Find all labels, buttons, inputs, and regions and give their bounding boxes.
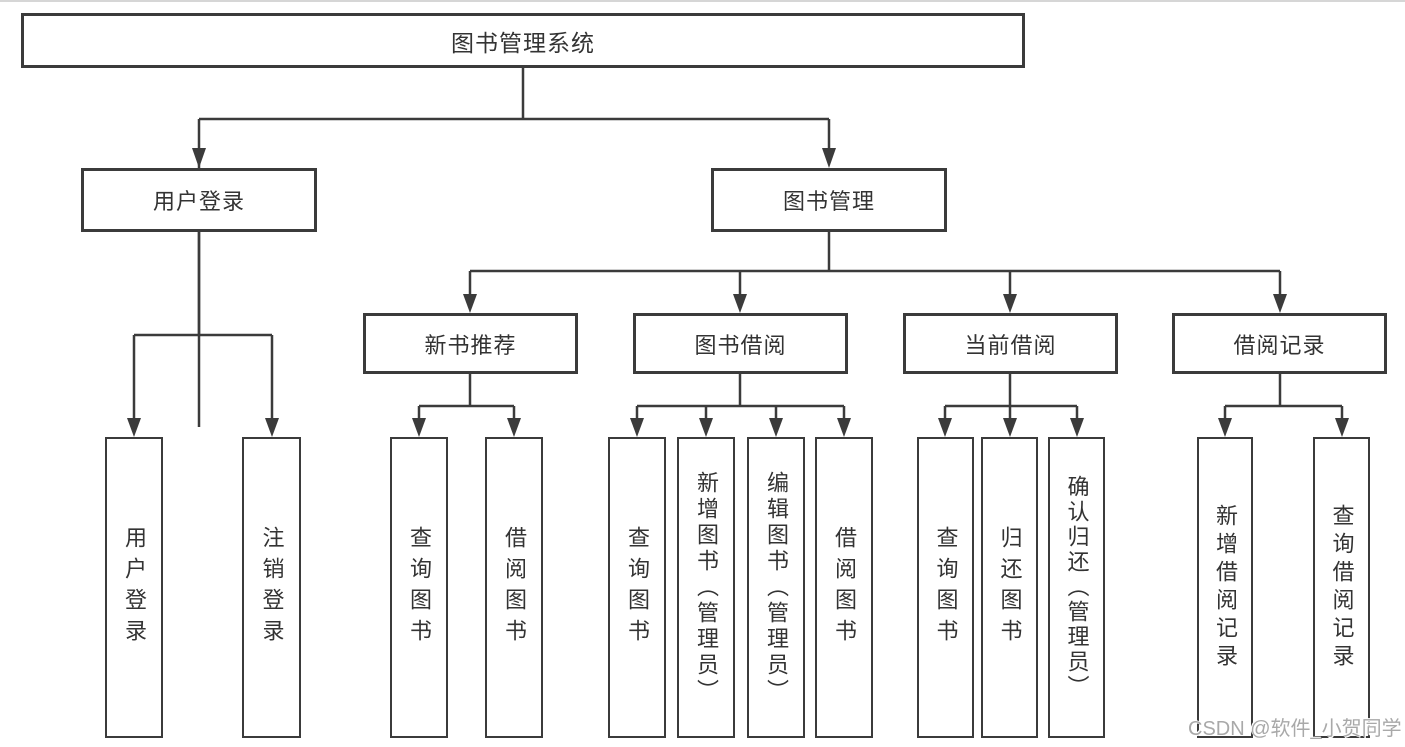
leaf-edit-book-admin: 编辑图书（管理员）	[747, 437, 805, 738]
connector-paths	[132, 68, 1344, 427]
arrowhead	[1070, 418, 1084, 437]
arrowhead	[822, 148, 836, 168]
node-label: 用户登录	[152, 189, 245, 214]
leaf-query-books-current: 查询图书	[917, 437, 974, 738]
node-label: 新增借阅记录	[1213, 503, 1238, 672]
new-book-branch-line	[417, 374, 516, 427]
node-label: 编辑图书（管理员）	[764, 470, 789, 705]
leaf-query-borrow-record: 查询借阅记录	[1313, 437, 1370, 738]
node-label: 确认归还（管理员）	[1064, 475, 1090, 700]
node-label: 借阅记录	[1233, 332, 1326, 358]
arrowheads	[127, 148, 1349, 437]
leaf-return-book: 归还图书	[981, 437, 1038, 738]
node-current-borrowing: 当前借阅	[903, 313, 1118, 374]
node-label: 借阅图书	[502, 525, 527, 650]
arrowhead	[127, 418, 141, 437]
arrowhead	[837, 418, 851, 437]
node-label: 查询图书	[407, 525, 432, 650]
node-label: 借阅图书	[832, 525, 857, 650]
borrow-records-branch-line	[1223, 374, 1344, 427]
node-label: 查询借阅记录	[1329, 503, 1355, 672]
book-management-branch-line	[468, 232, 1282, 303]
book-borrow-branch-line	[635, 374, 846, 427]
node-label: 图书管理	[782, 189, 875, 214]
leaf-query-books-newbook: 查询图书	[390, 437, 448, 738]
leaf-logout: 注销登录	[242, 437, 301, 738]
node-label: 查询图书	[933, 525, 959, 650]
node-label: 当前借阅	[964, 332, 1057, 358]
leaf-query-books-borrow: 查询图书	[608, 437, 666, 738]
node-label: 新增图书（管理员）	[694, 470, 719, 705]
leaf-add-book-admin: 新增图书（管理员）	[677, 437, 735, 738]
root-branch-line	[197, 68, 831, 427]
arrowhead	[769, 418, 783, 437]
node-label: 用户登录	[122, 525, 147, 650]
arrowhead	[265, 418, 279, 437]
arrowhead	[1218, 418, 1232, 437]
node-label: 新书推荐	[424, 332, 517, 358]
arrowhead	[938, 418, 952, 437]
node-book-management: 图书管理	[711, 168, 947, 232]
node-new-book-recommendation: 新书推荐	[363, 313, 578, 374]
leaf-confirm-return-admin: 确认归还（管理员）	[1048, 437, 1105, 738]
node-label: 图书借阅	[694, 332, 787, 358]
arrowhead	[1003, 418, 1017, 437]
node-label: 归还图书	[997, 525, 1023, 650]
leaf-borrow-books-newbook: 借阅图书	[485, 437, 543, 738]
csdn-watermark: CSDN @软件_小贺同学	[1188, 718, 1402, 740]
top-edge-divider	[0, 0, 1405, 2]
node-borrowing-records: 借阅记录	[1172, 313, 1387, 374]
node-label: 注销登录	[259, 525, 285, 650]
arrowhead	[733, 294, 747, 313]
arrowhead	[1273, 294, 1287, 313]
node-label: 图书管理系统	[451, 29, 595, 56]
leaf-borrow-books-borrow: 借阅图书	[815, 437, 873, 738]
leaf-add-borrow-record: 新增借阅记录	[1197, 437, 1253, 738]
arrowhead	[1335, 418, 1349, 437]
node-library-management-system: 图书管理系统	[21, 13, 1025, 68]
arrowhead	[463, 294, 477, 313]
arrowhead	[630, 418, 644, 437]
arrowhead	[412, 418, 426, 437]
node-user-login: 用户登录	[81, 168, 317, 232]
arrowhead	[1003, 294, 1017, 313]
user-login-branch-line	[132, 232, 274, 427]
current-borrow-branch-line	[943, 374, 1079, 427]
node-label: 查询图书	[625, 525, 650, 650]
leaf-user-login: 用户登录	[105, 437, 163, 738]
arrowhead	[699, 418, 713, 437]
arrowhead	[507, 418, 521, 437]
node-book-borrowing: 图书借阅	[633, 313, 848, 374]
arrowhead	[192, 148, 206, 168]
